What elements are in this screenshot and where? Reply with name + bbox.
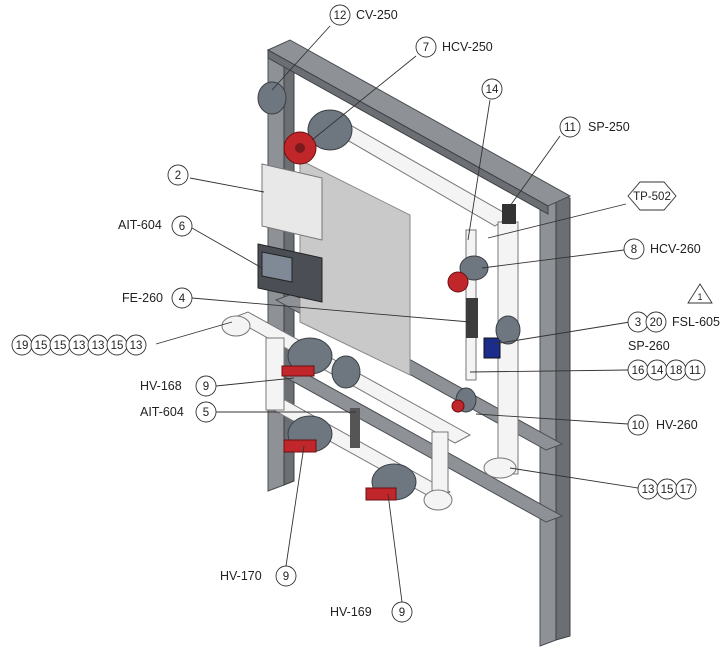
svg-text:11: 11 [689, 365, 701, 377]
svg-text:19: 19 [16, 340, 29, 352]
svg-text:1: 1 [697, 292, 702, 302]
svg-text:9: 9 [203, 381, 209, 393]
svg-text:9: 9 [399, 607, 405, 619]
svg-text:4: 4 [179, 293, 186, 305]
label-fe260: FE-260 [122, 291, 163, 305]
svg-text:15: 15 [35, 340, 48, 352]
svg-text:13: 13 [130, 340, 143, 352]
callout-tp502: TP-502 [627, 181, 677, 211]
leader-lines [155, 25, 639, 603]
label-hv168: HV-168 [140, 379, 182, 393]
callout-2: 2 [167, 164, 189, 186]
callout-4: FE-260 4 [122, 287, 193, 309]
svg-text:15: 15 [111, 340, 124, 352]
label-hcv250: HCV-250 [442, 40, 493, 54]
svg-text:13: 13 [73, 340, 86, 352]
label-tp502: TP-502 [633, 191, 671, 203]
svg-text:18: 18 [670, 365, 683, 377]
callout-7: 7 HCV-250 [415, 36, 493, 58]
callout-group-left: 19 15 15 13 13 15 13 [11, 334, 147, 356]
callout-sp260: SP-260 [628, 339, 670, 353]
svg-text:15: 15 [54, 340, 67, 352]
svg-text:8: 8 [631, 244, 637, 256]
callout-9-hv168: HV-168 9 [140, 375, 217, 397]
svg-text:12: 12 [334, 10, 347, 22]
svg-text:15: 15 [661, 484, 674, 496]
svg-text:13: 13 [642, 484, 655, 496]
callout-5: AIT-604 5 [140, 401, 217, 423]
label-sp250: SP-250 [588, 120, 630, 134]
callout-10: 10 HV-260 [627, 414, 698, 436]
label-sp260: SP-260 [628, 339, 670, 353]
svg-text:16: 16 [632, 365, 645, 377]
svg-text:7: 7 [423, 42, 429, 54]
callout-11-top: 11 SP-250 [559, 116, 630, 138]
label-hv169: HV-169 [330, 605, 372, 619]
label-hv260: HV-260 [656, 418, 698, 432]
svg-text:17: 17 [680, 484, 693, 496]
label-hv170: HV-170 [220, 569, 262, 583]
svg-text:9: 9 [283, 571, 289, 583]
callout-9-hv170: HV-170 9 [220, 565, 297, 587]
svg-text:11: 11 [564, 122, 576, 134]
svg-text:10: 10 [632, 420, 645, 432]
callout-3-20: 3 20 FSL-605 [627, 311, 720, 333]
callout-14-top: 14 [481, 78, 503, 100]
label-ait604-top: AIT-604 [118, 218, 162, 232]
label-ait604-bottom: AIT-604 [140, 405, 184, 419]
callout-group-right: 16 14 18 11 [627, 359, 706, 381]
svg-text:14: 14 [651, 365, 664, 377]
callout-6: AIT-604 6 [118, 215, 193, 237]
svg-text:2: 2 [175, 170, 181, 182]
callout-12: 12 CV-250 [329, 4, 398, 26]
svg-text:14: 14 [486, 84, 499, 96]
callout-8: 8 HCV-260 [623, 238, 701, 260]
label-fsl605: FSL-605 [672, 315, 720, 329]
svg-text:5: 5 [203, 407, 209, 419]
callout-group-bottom-right: 13 15 17 [637, 478, 697, 500]
equipment [257, 81, 521, 501]
callout-warning: 1 [687, 283, 713, 304]
svg-text:20: 20 [650, 317, 663, 329]
callout-9-hv169: HV-169 9 [330, 601, 413, 623]
svg-text:6: 6 [179, 221, 185, 233]
label-hcv260: HCV-260 [650, 242, 701, 256]
svg-text:3: 3 [635, 317, 641, 329]
label-cv250: CV-250 [356, 8, 398, 22]
support-frame [266, 39, 572, 647]
svg-text:13: 13 [92, 340, 105, 352]
